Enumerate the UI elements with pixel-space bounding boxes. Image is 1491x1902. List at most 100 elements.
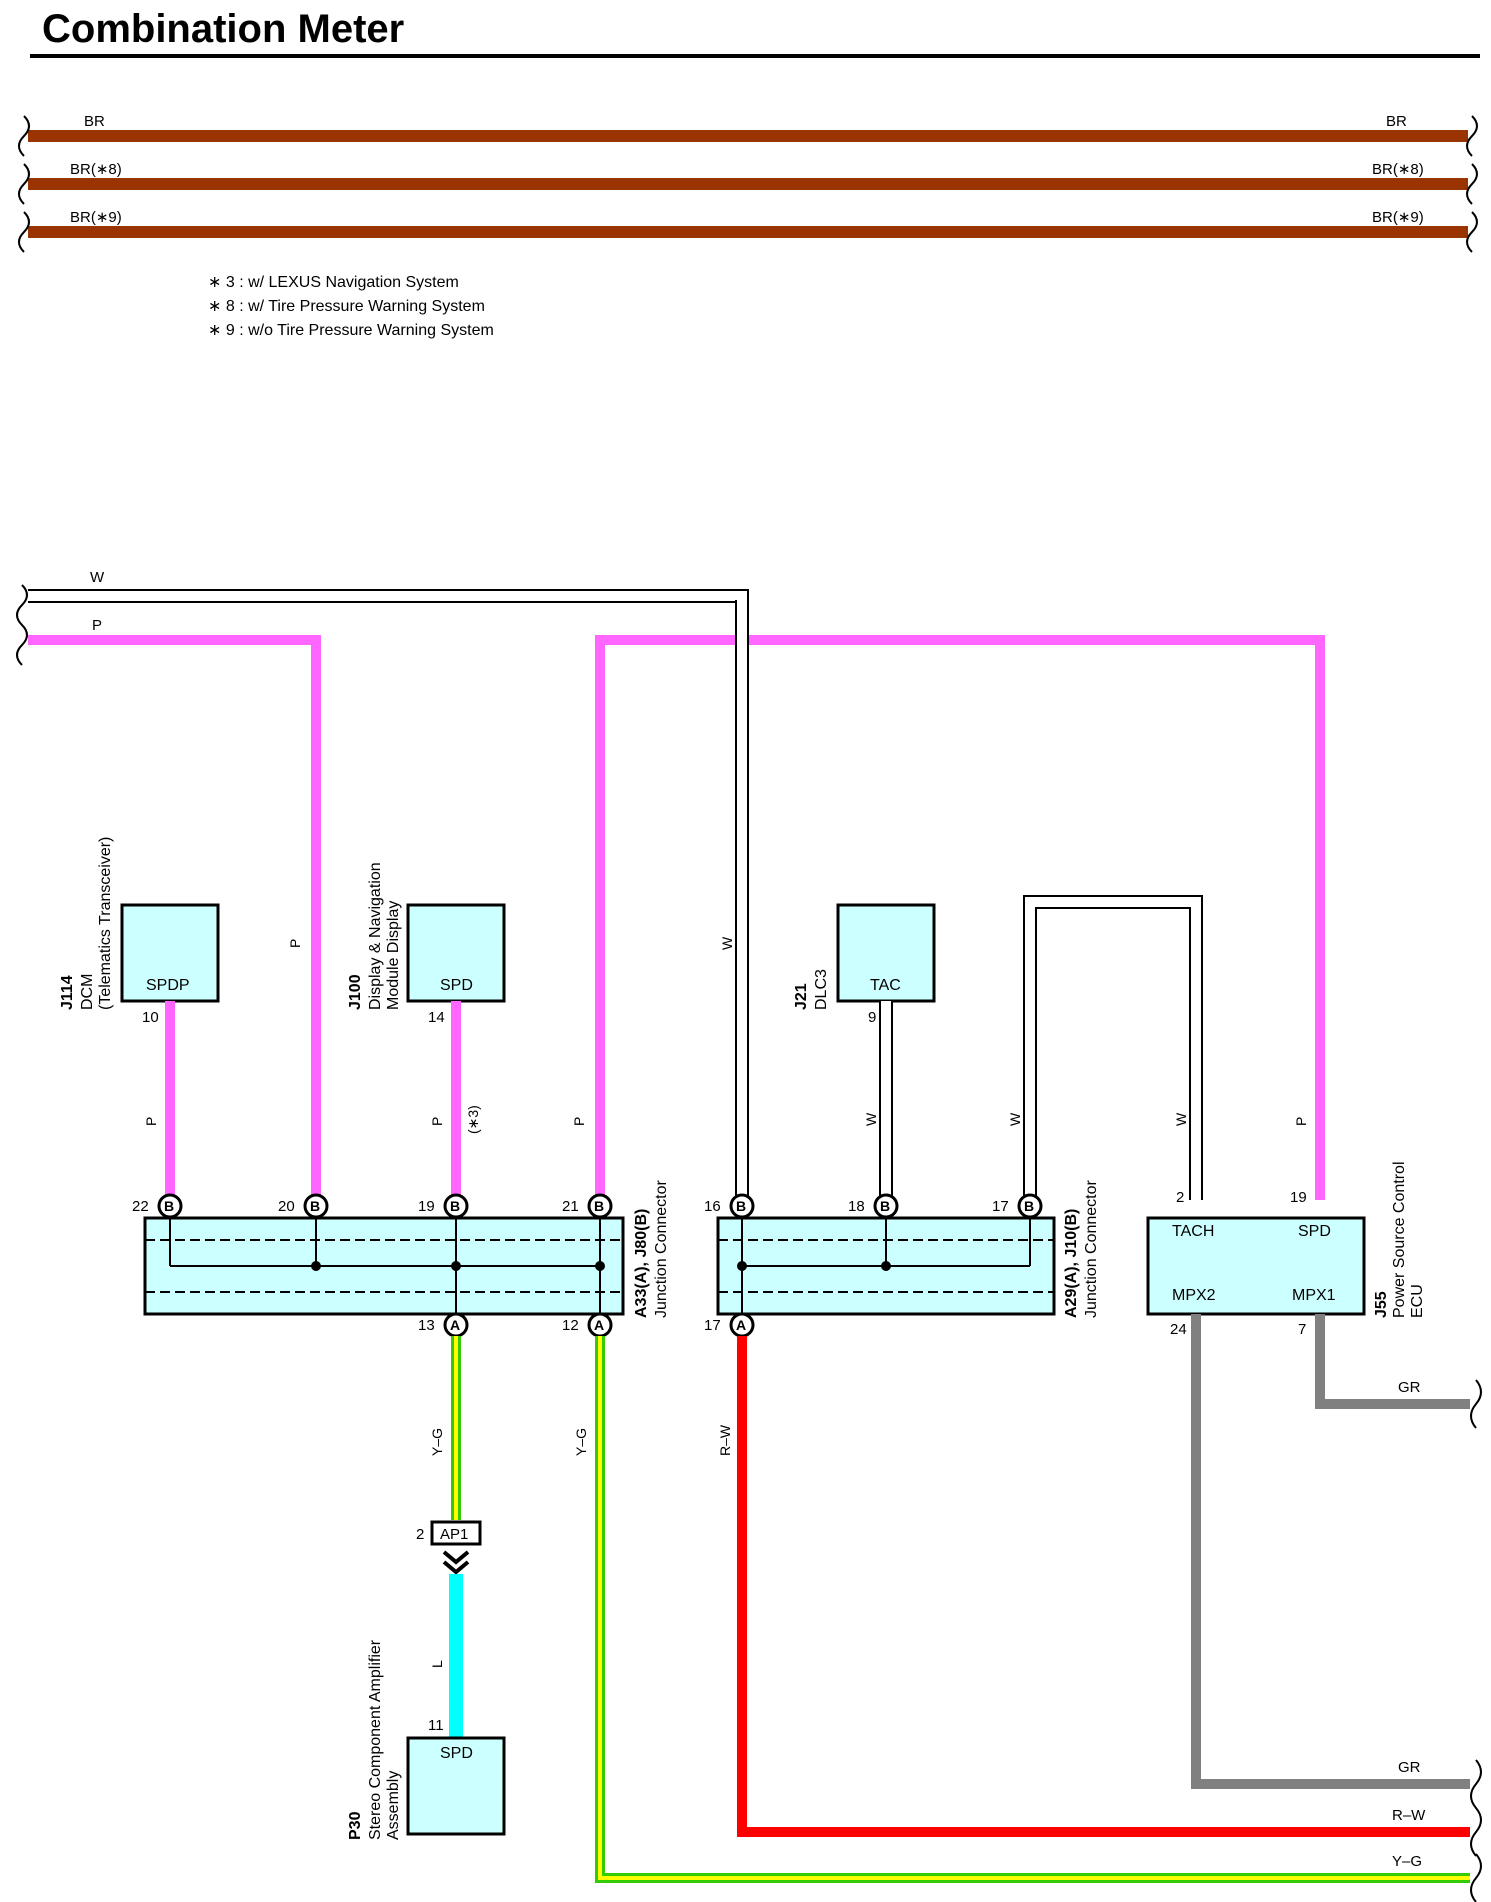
rw-wire — [737, 1336, 1470, 1837]
j100-pin: 14 — [428, 1009, 445, 1026]
j114-name: DCM — [79, 974, 96, 1010]
j2-pin-17-icon — [1017, 1193, 1043, 1219]
page-title: Combination Meter — [42, 7, 404, 51]
wire-label-rw17: R–W — [717, 1424, 733, 1456]
junction1-code: A33(A), J80(B) — [633, 1209, 650, 1318]
gr-wire-mpx1 — [1315, 1314, 1470, 1409]
p30-box — [406, 1736, 506, 1836]
ap1-box — [430, 1520, 482, 1546]
wire-label-w16: W — [719, 936, 735, 950]
rw-label-right: R–W — [1392, 1807, 1426, 1824]
yg-wire-12 — [595, 1336, 1470, 1883]
j2-pin-18-num: 18 — [848, 1198, 865, 1215]
j100-code: J100 — [347, 974, 364, 1010]
j1-splice-19 — [451, 1261, 461, 1271]
j100-wire-label: P — [429, 1117, 445, 1126]
l-wire-label: L — [429, 1660, 445, 1668]
j1-splice-20 — [311, 1261, 321, 1271]
j55-mpx2: MPX2 — [1172, 1287, 1216, 1304]
j100-name: Display & Navigation — [367, 862, 384, 1010]
j2-pin-17a-num: 17 — [704, 1317, 721, 1334]
top-left-break-icon — [16, 584, 28, 666]
component-p30: SPD 11 P30 Stereo Component Amplifier As… — [347, 1639, 506, 1840]
p30-name: Stereo Component Amplifier — [367, 1639, 384, 1840]
j1-pin-19-letter: B — [450, 1198, 460, 1214]
component-j100: SPD J100 Display & Navigation Module Dis… — [347, 862, 506, 1200]
j2-pin-18-letter: B — [880, 1198, 890, 1214]
wire-label-yg13: Y–G — [429, 1428, 445, 1456]
gr-wire-mpx2 — [1191, 1314, 1470, 1789]
wire-label-w17: W — [1007, 1112, 1023, 1126]
right-break-icon — [1466, 115, 1478, 253]
yg-wire-12-stripe — [598, 1336, 1470, 1880]
note-3: ∗ 3 : w/ LEXUS Navigation System — [208, 274, 459, 291]
note-9: ∗ 9 : w/o Tire Pressure Warning System — [208, 322, 494, 339]
j1-pin-19-icon — [443, 1193, 469, 1219]
ap1-pin: 2 — [416, 1526, 424, 1543]
j55-spd: SPD — [1298, 1223, 1331, 1240]
wire-label-p19: P — [1293, 1117, 1309, 1126]
w-wire-outline — [28, 589, 749, 1200]
j55-tach: TACH — [1172, 1223, 1214, 1240]
j1-pin-19-num: 19 — [418, 1198, 435, 1215]
j114-sub: (Telematics Transceiver) — [97, 837, 114, 1010]
ground-label-left-3: BR(∗9) — [70, 209, 122, 226]
j2-pin-16-num: 16 — [704, 1198, 721, 1215]
j1-pin-22-letter: B — [164, 1198, 174, 1214]
gr-label-bottom: GR — [1398, 1759, 1421, 1776]
w-loop-wire — [1025, 897, 1201, 1200]
right-wire-break-icon — [1470, 1379, 1482, 1902]
w-loop-outline — [1023, 895, 1203, 1200]
j1-pin-21-num: 21 — [562, 1198, 579, 1215]
gr-label-top: GR — [1398, 1379, 1421, 1396]
wire-label-yg12: Y–G — [573, 1428, 589, 1456]
j21-wire-label: W — [863, 1112, 879, 1126]
junction-connector-1: B 22 B 20 B 19 B 21 A 13 A 12 A33(A), J8… — [132, 1179, 670, 1338]
j55-name: Power Source Control — [1391, 1161, 1408, 1318]
j1-pin-12-letter: A — [594, 1317, 604, 1333]
j55-code: J55 — [1373, 1291, 1390, 1318]
component-j21: TAC J21 DLC3 9 W — [793, 903, 936, 1200]
wire-label-p20: P — [287, 939, 303, 948]
wire-label-w2: W — [1173, 1112, 1189, 1126]
p-wire-pin20 — [28, 635, 321, 1200]
note-8: ∗ 8 : w/ Tire Pressure Warning System — [208, 298, 485, 315]
j1-pin-21-icon — [587, 1193, 613, 1219]
j1-pin-20-letter: B — [310, 1198, 320, 1214]
j114-terminal: SPDP — [146, 977, 190, 994]
ground-label-left-1: BR — [84, 113, 105, 130]
yg-label-right: Y–G — [1392, 1853, 1422, 1870]
j114-wire-label: P — [143, 1117, 159, 1126]
j1-splice-21 — [595, 1261, 605, 1271]
component-j114: SPDP J114 DCM (Telematics Transceiver) 1… — [59, 837, 220, 1200]
ground-label-right-1: BR — [1386, 113, 1407, 130]
j55-pin-tach: 2 — [1176, 1189, 1184, 1206]
j100-sub: Module Display — [385, 901, 402, 1010]
top-wire-p-label: P — [92, 617, 102, 634]
j1-pin-13-letter: A — [450, 1317, 460, 1333]
component-j55: TACH SPD MPX2 MPX1 2 19 24 7 J55 Power S… — [1146, 1161, 1426, 1338]
j100-terminal: SPD — [440, 977, 473, 994]
j2-pin-17a-letter: A — [736, 1317, 746, 1333]
junction2-code: A29(A), J10(B) — [1063, 1209, 1080, 1318]
j2-pin-16-icon — [729, 1193, 755, 1219]
j21-pin: 9 — [868, 1009, 876, 1026]
ground-wires: BR BR(∗8) BR(∗9) BR BR(∗8) BR(∗9) — [18, 113, 1478, 253]
j2-pin-16-letter: B — [736, 1198, 746, 1214]
j55-box — [1146, 1216, 1366, 1316]
notes: ∗ 3 : w/ LEXUS Navigation System ∗ 8 : w… — [208, 274, 494, 339]
j114-pin: 10 — [142, 1009, 159, 1026]
j100-note: (∗3) — [465, 1105, 481, 1134]
j55-pin-mpx1: 7 — [1298, 1321, 1306, 1338]
j2-splice-16 — [737, 1261, 747, 1271]
ap1-label: AP1 — [440, 1526, 468, 1543]
ground-label-right-3: BR(∗9) — [1372, 209, 1424, 226]
j2-pin-17-letter: B — [1024, 1198, 1034, 1214]
j2-pin-17-num: 17 — [992, 1198, 1009, 1215]
j21-name: DLC3 — [813, 969, 830, 1010]
w-wire — [28, 591, 747, 1200]
p30-terminal: SPD — [440, 1745, 473, 1762]
ground-label-left-2: BR(∗8) — [70, 161, 122, 178]
j1-pin-13-num: 13 — [418, 1317, 435, 1334]
connector-ap1: AP1 2 — [416, 1520, 482, 1575]
